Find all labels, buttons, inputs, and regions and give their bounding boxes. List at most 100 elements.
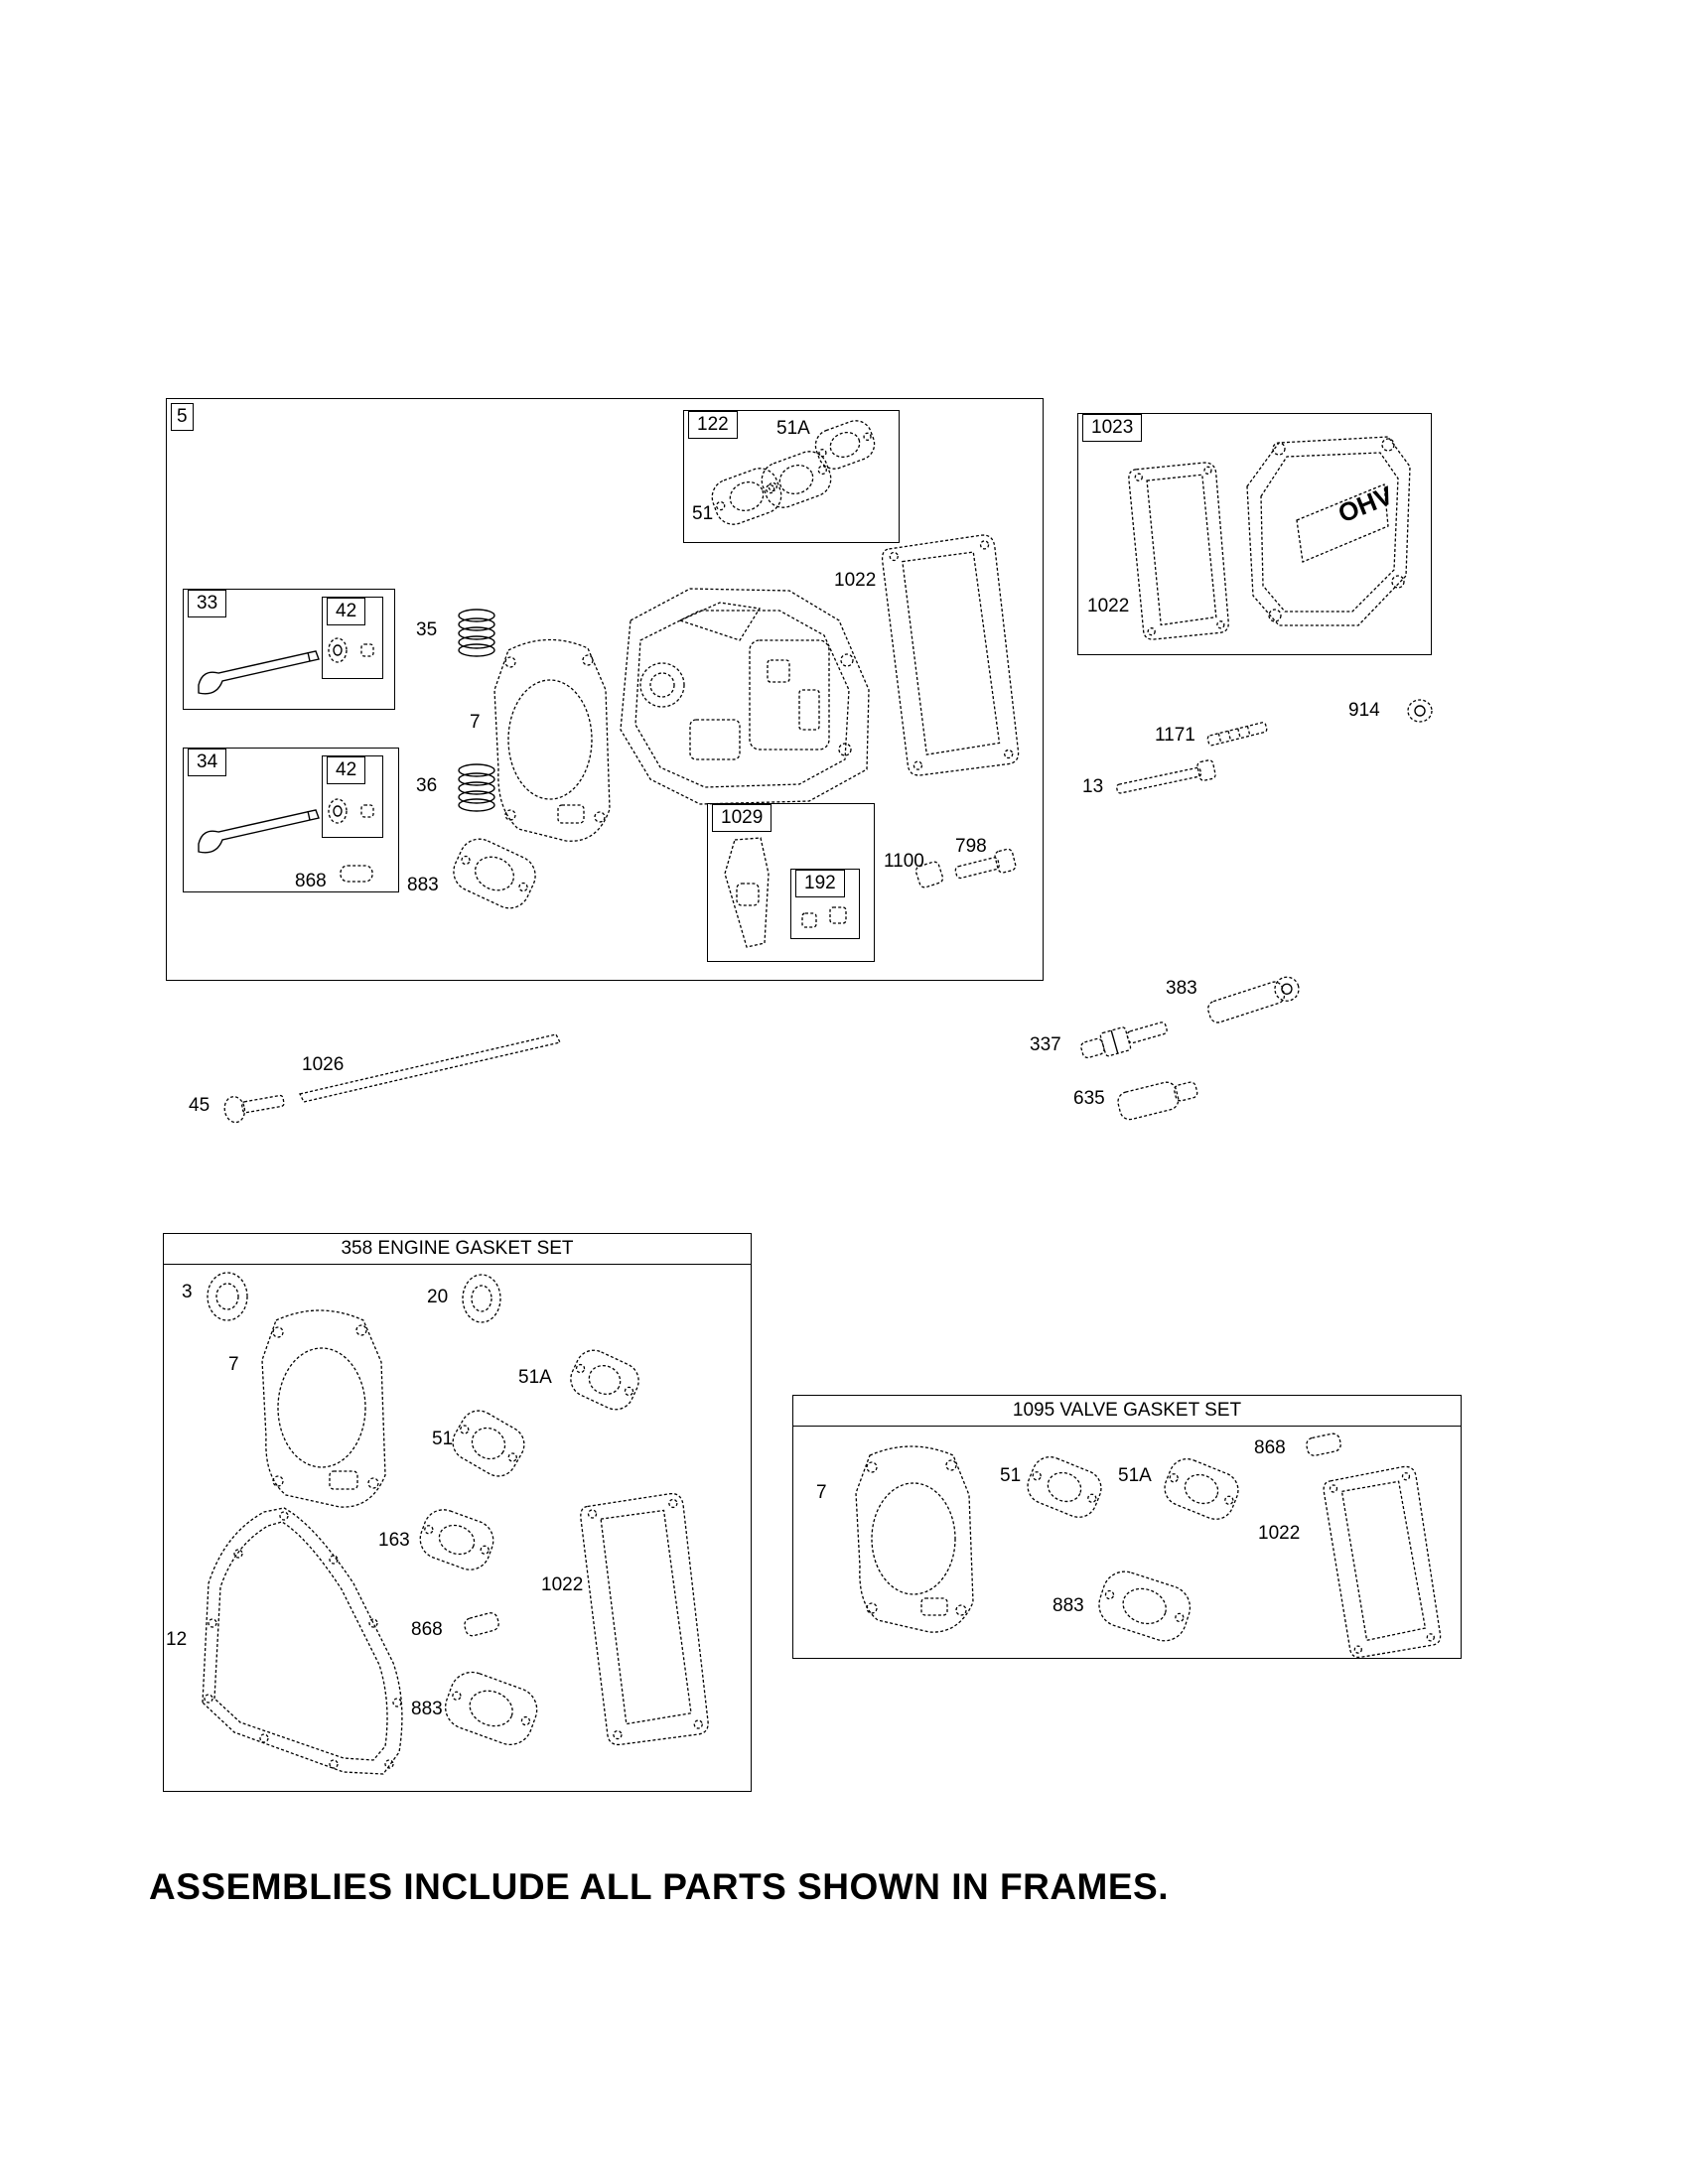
label-12: 12 <box>166 1629 188 1650</box>
valve-stem-seal-868-valve-set-drawing <box>1303 1430 1346 1459</box>
frame-valve-gasket-set: 1095 VALVE GASKET SET <box>792 1395 1462 1659</box>
label-1100: 1100 <box>884 851 924 872</box>
rocker-arm-drawing <box>717 834 786 953</box>
label-914: 914 <box>1348 700 1380 721</box>
oil-seal-20-drawing <box>457 1271 506 1326</box>
label-13: 13 <box>1082 776 1104 797</box>
breather-fitting-914-drawing <box>1402 695 1438 727</box>
label-51A-engine-set: 51A <box>518 1367 552 1388</box>
screw-45-drawing <box>220 1086 290 1126</box>
frame-tag-42-exhaust: 42 <box>327 756 366 784</box>
intake-gasket-51-valve-set-drawing <box>1023 1449 1106 1525</box>
frame-exhaust-valve: 34 <box>183 748 399 892</box>
valve-gasket-set-title: 1095 VALVE GASKET SET <box>793 1396 1461 1427</box>
label-1022-engine-set: 1022 <box>541 1574 584 1595</box>
spark-plug-cap-635-drawing <box>1114 1074 1205 1122</box>
label-51A-intake: 51A <box>776 418 810 439</box>
label-51-valve-set: 51 <box>1000 1465 1022 1486</box>
intake-valve-drawing <box>189 635 328 705</box>
label-1022-cover: 1022 <box>1087 596 1130 616</box>
valve-spring-35-drawing <box>455 608 498 657</box>
frame-tag-33: 33 <box>188 590 227 617</box>
valve-stem-seal-868-drawing <box>338 862 377 887</box>
label-883-engine-set: 883 <box>411 1699 443 1719</box>
frame-tag-192: 192 <box>795 870 845 897</box>
label-35: 35 <box>416 619 438 640</box>
label-1171: 1171 <box>1155 725 1195 746</box>
label-7-main: 7 <box>470 712 481 733</box>
crankcase-gasket-12-drawing <box>195 1504 413 1787</box>
head-gasket-7-engine-set-drawing <box>256 1300 395 1524</box>
assemblies-note: ASSEMBLIES INCLUDE ALL PARTS SHOWN IN FR… <box>149 1866 1170 1907</box>
valve-spring-36-drawing <box>455 762 498 812</box>
label-7-valve-set: 7 <box>816 1482 827 1503</box>
label-1026: 1026 <box>302 1054 345 1075</box>
gasket-163-drawing <box>415 1501 498 1578</box>
frame-tag-1029: 1029 <box>712 804 772 832</box>
frame-cylinder-head-assembly: 5 <box>166 398 1044 981</box>
frame-rocker-arm: 1029 <box>707 803 875 962</box>
label-1022-main: 1022 <box>834 570 877 591</box>
label-337: 337 <box>1030 1034 1061 1055</box>
valve-cover-gasket-1022-main-drawing <box>881 531 1020 779</box>
frame-intake-valve-keeper: 42 <box>322 597 383 679</box>
label-868-engine-set: 868 <box>411 1619 443 1640</box>
intake-gasket-51A-drawing-2 <box>810 415 880 475</box>
intake-gasket-51A-valve-set-drawing <box>1160 1451 1243 1527</box>
frame-engine-gasket-set: 358 ENGINE GASKET SET <box>163 1233 752 1792</box>
label-883-main: 883 <box>407 875 439 895</box>
frame-intake-valve: 33 <box>183 589 395 710</box>
label-36: 36 <box>416 775 438 796</box>
push-rod-1026-drawing <box>296 1028 564 1108</box>
oil-seal-3-drawing <box>203 1269 252 1324</box>
label-163: 163 <box>378 1530 410 1551</box>
exhaust-gasket-883-engine-set-drawing <box>437 1660 546 1755</box>
valve-stem-seal-868-engine-set-drawing <box>461 1608 504 1640</box>
label-883-valve-set: 883 <box>1052 1595 1084 1616</box>
push-rod-guide-798-drawing <box>951 846 1021 886</box>
spark-plug-337-drawing <box>1074 1009 1180 1068</box>
valve-cover-gasket-1022-valve-set-drawing <box>1323 1464 1442 1663</box>
frame-tag-34: 34 <box>188 749 227 776</box>
exhaust-valve-keeper-drawing <box>326 791 381 831</box>
intake-valve-keeper-drawing <box>326 630 381 670</box>
frame-valve-cover: 1023 <box>1077 413 1432 655</box>
frame-exhaust-valve-keeper: 42 <box>322 755 383 838</box>
exhaust-gasket-883-valve-set-drawing <box>1090 1561 1199 1650</box>
frame-tag-5: 5 <box>171 403 194 431</box>
exhaust-valve-drawing <box>189 794 328 864</box>
stud-1171-drawing <box>1203 717 1273 751</box>
valve-cover-drawing <box>1239 427 1418 635</box>
cylinder-head-drawing <box>611 581 879 809</box>
spark-plug-boot-383-drawing <box>1199 971 1309 1030</box>
frame-tag-1023: 1023 <box>1082 414 1143 442</box>
rocker-stud-1100-drawing <box>912 856 951 895</box>
frame-rocker-nut: 192 <box>790 869 860 939</box>
head-gasket-7-valve-set-drawing <box>850 1437 979 1648</box>
engine-gasket-set-title: 358 ENGINE GASKET SET <box>164 1234 751 1265</box>
screw-13-drawing <box>1112 756 1221 802</box>
exhaust-gasket-883-drawing <box>445 829 544 918</box>
label-868-main: 868 <box>295 871 327 891</box>
intake-gasket-51-engine-set-drawing <box>449 1402 528 1485</box>
frame-tag-42-intake: 42 <box>327 598 366 625</box>
intake-gasket-51A-engine-set-drawing <box>566 1342 643 1418</box>
head-gasket-7-drawing <box>489 630 618 859</box>
intake-gasket-51-drawing <box>707 462 786 531</box>
label-51-engine-set: 51 <box>432 1429 454 1449</box>
label-383: 383 <box>1166 978 1197 999</box>
frame-tag-122: 122 <box>688 411 738 439</box>
label-1022-valve-set: 1022 <box>1258 1523 1301 1544</box>
label-51A-valve-set: 51A <box>1118 1465 1152 1486</box>
label-7-engine-set: 7 <box>228 1354 239 1375</box>
rocker-nut-drawing <box>798 901 854 933</box>
label-798: 798 <box>955 836 987 857</box>
label-868-valve-set: 868 <box>1254 1437 1286 1458</box>
label-51-intake: 51 <box>692 503 714 524</box>
label-20: 20 <box>427 1287 449 1307</box>
valve-cover-gasket-1022-drawing <box>1128 459 1229 642</box>
frame-intake-gaskets: 122 <box>683 410 900 543</box>
valve-cover-gasket-1022-engine-set-drawing <box>580 1489 709 1752</box>
label-3: 3 <box>182 1282 193 1302</box>
label-635: 635 <box>1073 1088 1105 1109</box>
